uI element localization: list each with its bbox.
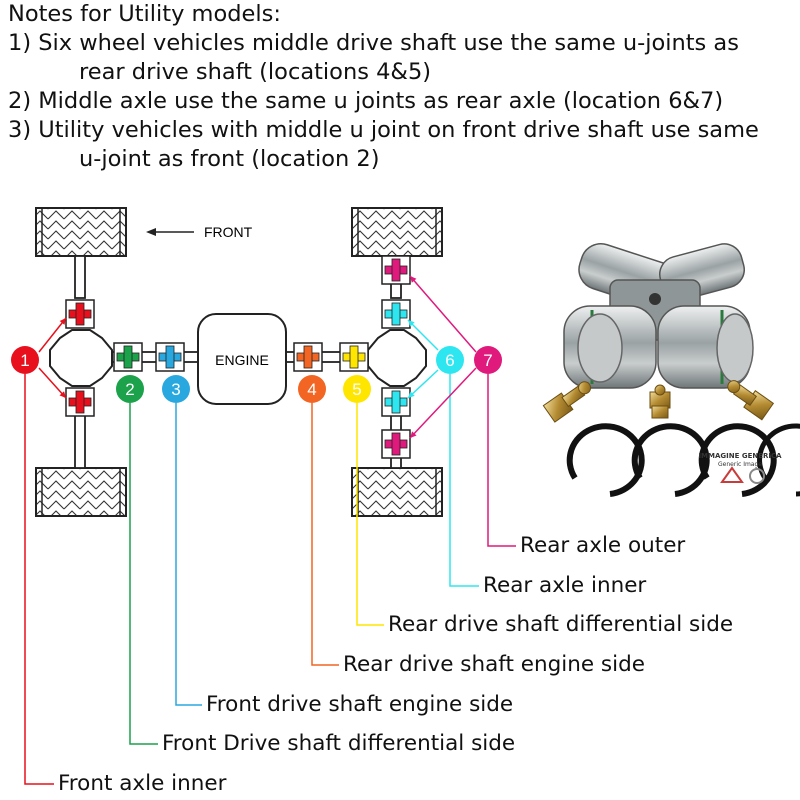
u-joint-6 — [381, 299, 411, 329]
u-joint-3 — [155, 342, 185, 372]
callout-line-6 — [449, 374, 479, 587]
svg-text:2: 2 — [125, 380, 134, 399]
callout-line-2 — [129, 403, 158, 745]
u-joint-photo — [563, 243, 754, 389]
front-arrow-icon — [146, 228, 194, 236]
svg-text:3: 3 — [171, 380, 180, 399]
note-1-line-1: 1) Six wheel vehicles middle drive shaft… — [8, 30, 739, 56]
location-label-1: Front axle inner — [58, 771, 227, 796]
watermark: IMMAGINE GENERICA Generic Image — [698, 452, 782, 484]
location-label-2: Front Drive shaft differential side — [162, 731, 516, 756]
callout-line-7 — [487, 374, 516, 547]
svg-text:1: 1 — [20, 351, 29, 370]
notes-block: Notes for Utility models: 1) Six wheel v… — [8, 0, 798, 174]
marker-6: 6 — [436, 346, 464, 374]
location-label-5: Rear drive shaft differential side — [388, 612, 734, 637]
u-joint-5 — [339, 342, 369, 372]
location-markers: 1 2 3 4 5 6 7 — [11, 346, 502, 403]
svg-text:6: 6 — [445, 351, 454, 370]
wheel-front-left — [35, 207, 127, 257]
marker-4: 4 — [298, 375, 326, 403]
u-joint-2 — [113, 342, 143, 372]
marker-5: 5 — [343, 375, 371, 403]
rear-differential — [367, 329, 427, 387]
u-joint-6 — [381, 387, 411, 417]
callout-line-5 — [356, 403, 384, 626]
note-2-line-1: 2) Middle axle use the same u joints as … — [8, 88, 724, 114]
callout-lines — [24, 275, 516, 785]
note-1-line-2: rear drive shaft (locations 4&5) — [79, 59, 432, 85]
svg-text:5: 5 — [352, 380, 361, 399]
note-3-line-2: u-joint as front (location 2) — [79, 146, 380, 172]
front-differential — [49, 329, 113, 387]
engine-block — [197, 313, 287, 405]
marker-3: 3 — [162, 375, 190, 403]
u-joints — [65, 255, 411, 459]
svg-text:4: 4 — [307, 380, 316, 399]
u-joint-7 — [381, 255, 411, 285]
snap-ring-icons — [566, 423, 800, 497]
wheel-front-right — [351, 207, 443, 257]
note-3-line-1: 3) Utility vehicles with middle u joint … — [8, 117, 759, 143]
location-label-4: Rear drive shaft engine side — [343, 652, 645, 677]
u-joint-1 — [65, 387, 95, 417]
svg-text:7: 7 — [483, 351, 492, 370]
svg-text:Generic Image: Generic Image — [718, 461, 762, 468]
svg-text:IMMAGINE GENERICA: IMMAGINE GENERICA — [698, 452, 782, 460]
location-label-6: Rear axle inner — [483, 573, 647, 598]
notes-heading: Notes for Utility models: — [8, 1, 281, 27]
u-joint-7 — [381, 429, 411, 459]
front-label: FRONT — [204, 224, 253, 240]
location-label-3: Front drive shaft engine side — [206, 692, 514, 717]
wheel-rear-left — [35, 467, 127, 517]
wheel-rear-right — [351, 467, 443, 517]
engine-label: ENGINE — [215, 352, 269, 368]
location-label-7: Rear axle outer — [520, 533, 686, 558]
marker-7: 7 — [474, 346, 502, 374]
marker-1: 1 — [11, 346, 39, 374]
callout-line-1 — [24, 374, 54, 785]
callout-line-4 — [311, 403, 339, 666]
callout-line-3 — [175, 403, 202, 706]
marker-2: 2 — [116, 375, 144, 403]
u-joint-4 — [293, 342, 323, 372]
u-joint-1 — [65, 299, 95, 329]
grease-fitting-icons — [542, 380, 775, 423]
